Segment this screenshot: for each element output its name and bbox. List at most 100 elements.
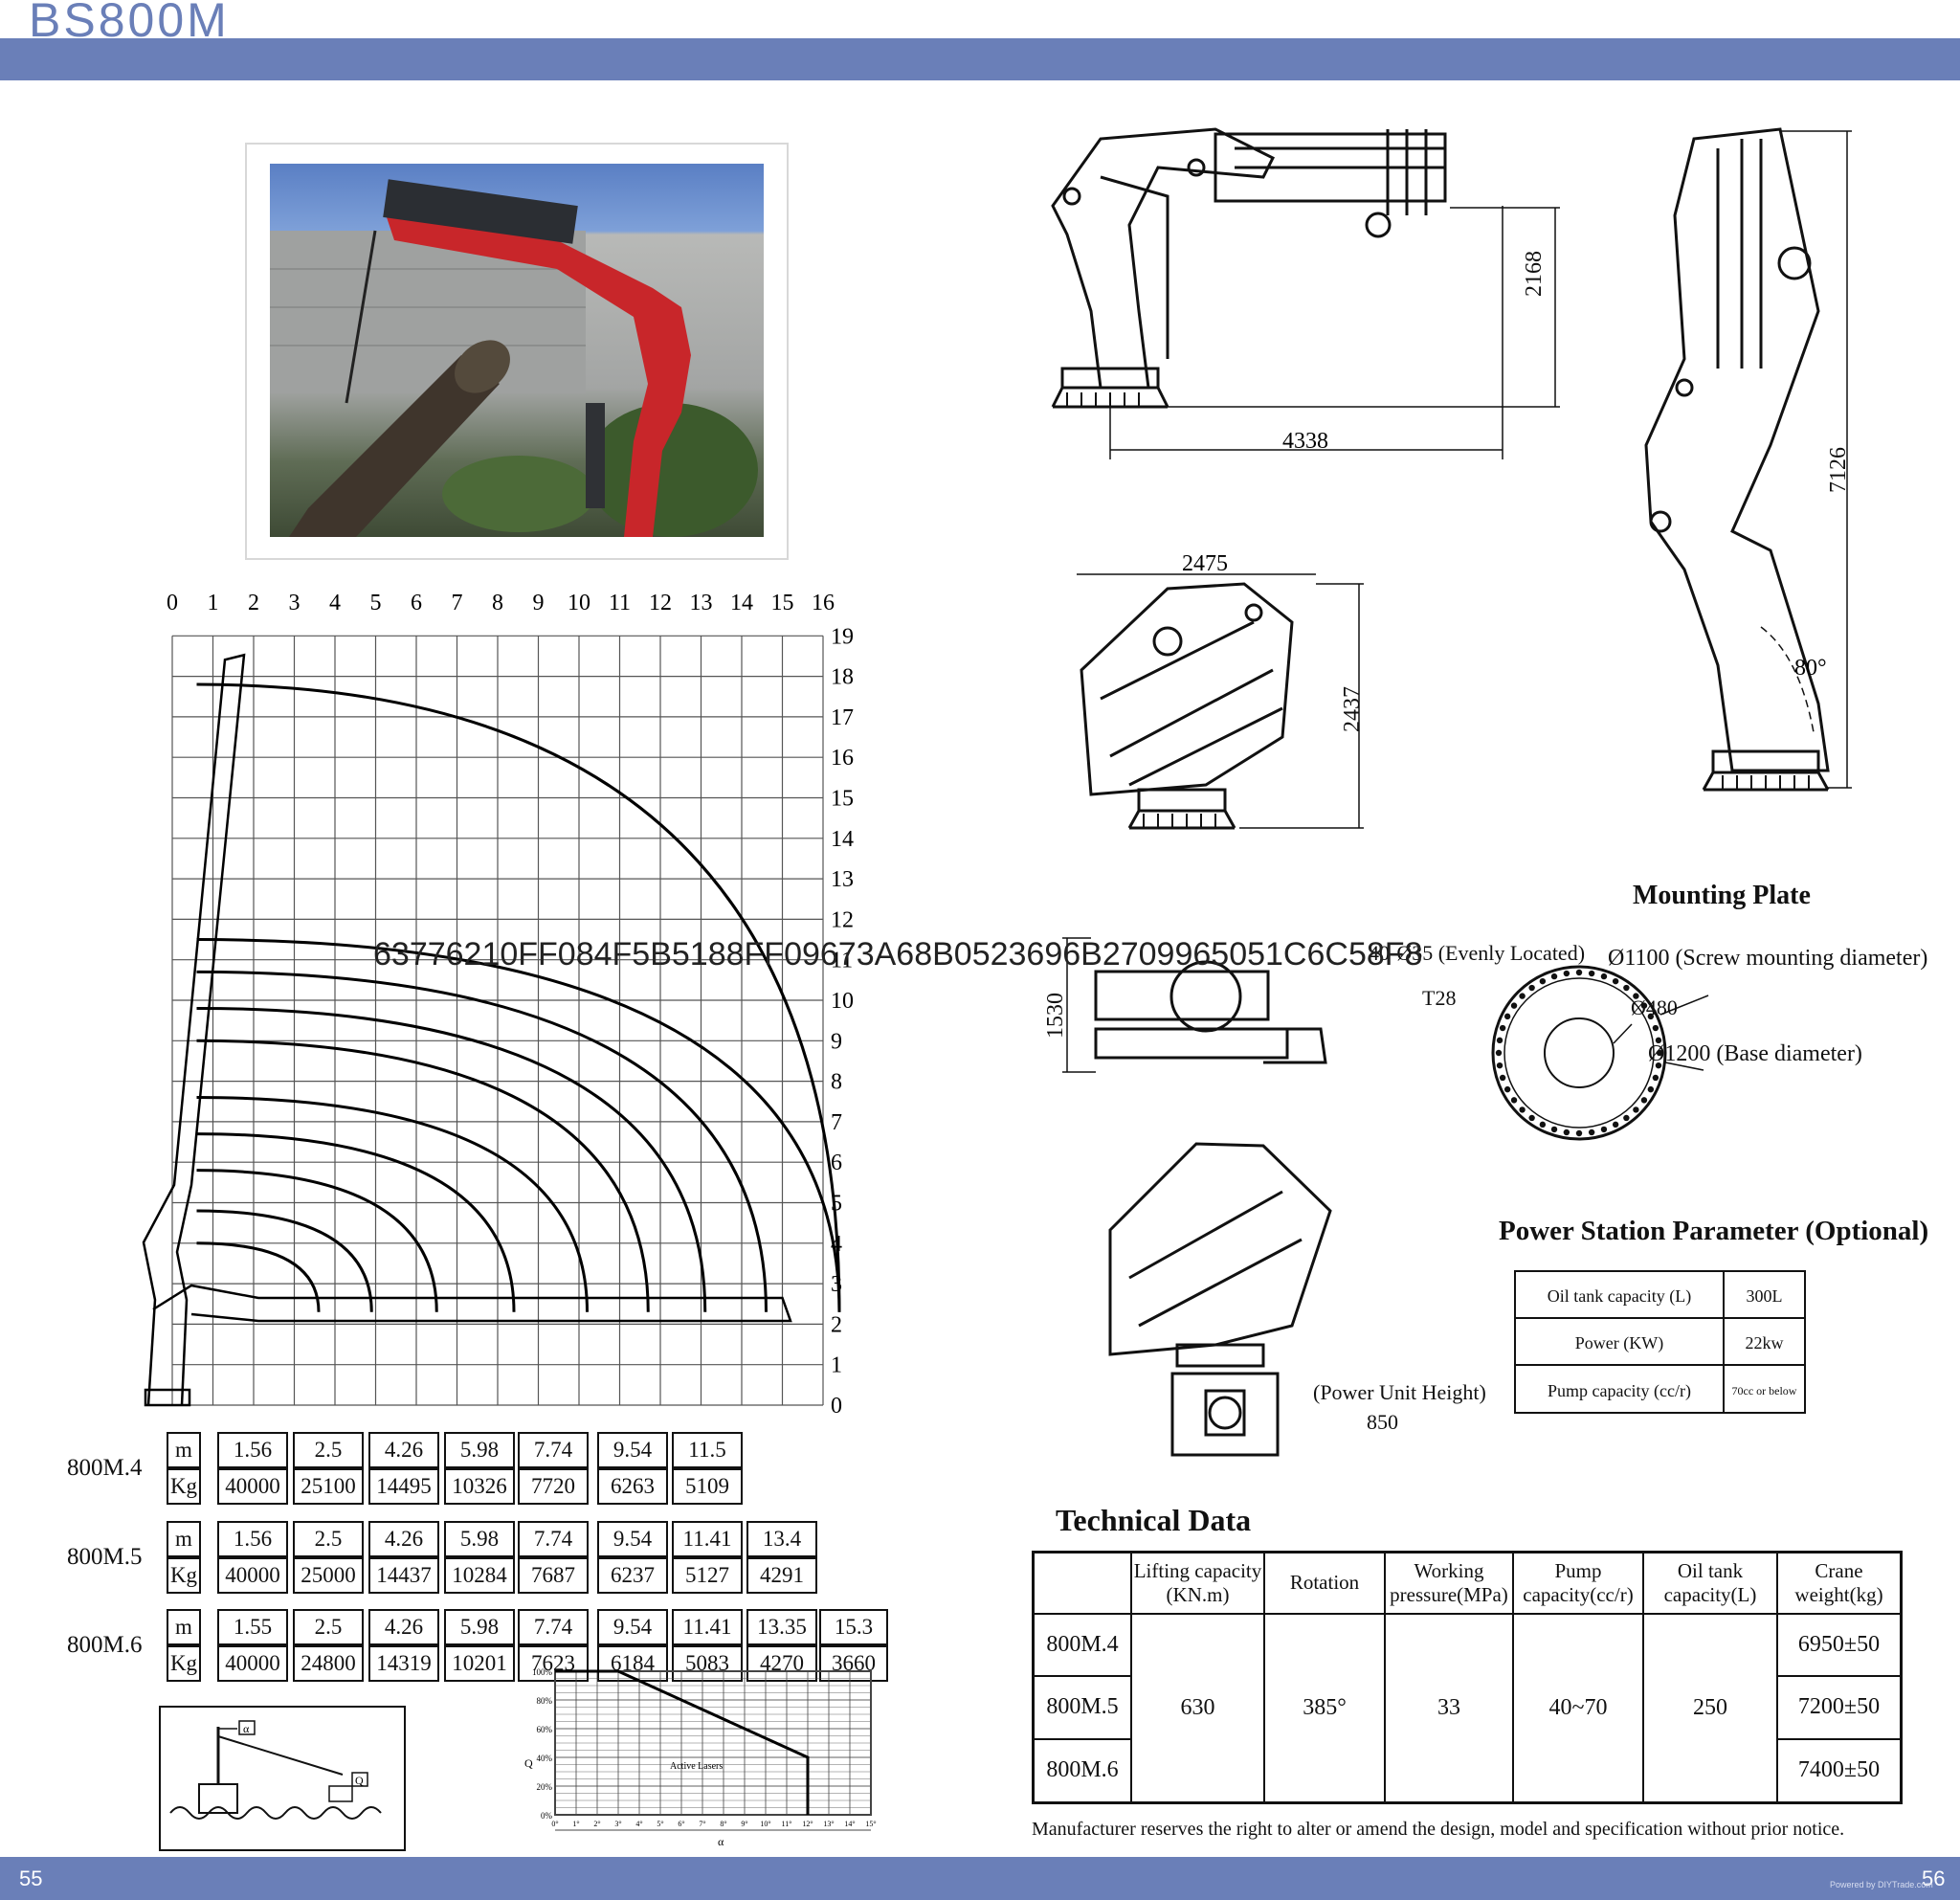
load-table-unit: m: [167, 1521, 201, 1557]
bolt-hole: [1563, 1129, 1570, 1136]
derating-y-tick: 60%: [537, 1725, 553, 1734]
derating-y-tick: 40%: [537, 1754, 553, 1763]
load-table-radius: 7.74: [518, 1609, 589, 1645]
tech-model-5: 800M.5: [1032, 1675, 1132, 1740]
bolt-hole: [1575, 969, 1583, 976]
load-table-radius: 11.5: [672, 1432, 743, 1468]
load-arc: [196, 1132, 516, 1312]
load-table-radius: 11.41: [672, 1521, 743, 1557]
bolt-hole: [1539, 977, 1547, 985]
bolt-hole: [1600, 972, 1608, 980]
derating-x-tick: 12°: [802, 1820, 813, 1828]
derating-x-tick: 10°: [760, 1820, 770, 1828]
load-arc: [196, 1096, 589, 1312]
load-table-unit: m: [167, 1432, 201, 1468]
right-tick-label: 5: [831, 1192, 842, 1217]
bolt-hole: [1655, 1037, 1662, 1044]
load-table-capacity: 10201: [444, 1645, 515, 1682]
tech-lifting: 630: [1130, 1612, 1265, 1804]
right-tick-label: 4: [831, 1232, 842, 1257]
bolt-hole: [1539, 1121, 1547, 1129]
tech-model-4: 800M.4: [1032, 1612, 1132, 1678]
right-tick-label: 9: [831, 1029, 842, 1054]
top-tick-label: 15: [771, 591, 794, 615]
derating-x-tick: 1°: [572, 1820, 579, 1828]
bolt-hole: [1503, 1085, 1511, 1093]
load-table-capacity: 4291: [746, 1557, 817, 1594]
crane-photo-frame: [245, 143, 789, 560]
mounting-screw-dia-label: Ø1100 (Screw mounting diameter): [1608, 946, 1928, 971]
load-table-capacity: 5109: [672, 1468, 743, 1505]
drawing-vertical-view: 80°: [1644, 127, 1852, 792]
technical-data-table: Lifting capacity (KN.m) Rotation Working…: [1032, 1551, 1903, 1804]
bolt-hole: [1588, 1129, 1595, 1136]
bolt-hole: [1656, 1049, 1663, 1057]
load-table-capacity: 14495: [368, 1468, 439, 1505]
load-table-capacity: 6263: [597, 1468, 668, 1505]
load-table-capacity: 10326: [444, 1468, 515, 1505]
load-table-radius: 4.26: [368, 1609, 439, 1645]
bolt-hole: [1652, 1074, 1659, 1082]
power-unit-height-label: (Power Unit Height): [1313, 1380, 1486, 1404]
bolt-hole: [1647, 1085, 1655, 1093]
derating-x-tick: 15°: [865, 1820, 876, 1828]
dim-2475: 2475: [1182, 551, 1228, 576]
derating-x-tick: 3°: [614, 1820, 621, 1828]
dim-850: 850: [1367, 1410, 1398, 1434]
load-table-radius: 2.5: [293, 1432, 364, 1468]
top-tick-label: 14: [730, 591, 753, 615]
right-tick-label: 10: [831, 989, 854, 1014]
bolt-hole: [1575, 1129, 1583, 1137]
top-tick-label: 6: [411, 591, 422, 615]
right-tick-label: 0: [831, 1394, 842, 1419]
right-tick-label: 1: [831, 1353, 842, 1378]
load-table-radius: 5.98: [444, 1609, 515, 1645]
top-tick-label: 13: [690, 591, 713, 615]
load-table-radius: 7.74: [518, 1432, 589, 1468]
load-arc: [196, 1169, 438, 1312]
tech-weight-6: 7400±50: [1776, 1737, 1903, 1804]
derating-y-label: Q: [524, 1756, 533, 1770]
right-tick-label: 7: [831, 1110, 842, 1135]
crane-base: [144, 1388, 191, 1407]
load-table-unit: Kg: [167, 1645, 201, 1682]
right-tick-label: 2: [831, 1312, 842, 1337]
load-table-radius: 9.54: [597, 1609, 668, 1645]
power-station-title: Power Station Parameter (Optional): [1499, 1216, 1929, 1246]
drawing-power-unit: [1108, 1142, 1332, 1457]
bolt-hole: [1563, 970, 1570, 977]
mounting-plate-title: Mounting Plate: [1633, 881, 1811, 910]
load-table-capacity: 6237: [597, 1557, 668, 1594]
top-tick-label: 3: [289, 591, 301, 615]
bolt-hole: [1519, 993, 1526, 999]
bolt-hole: [1588, 970, 1595, 977]
load-table-radius: 13.35: [746, 1609, 817, 1645]
top-tick-label: 16: [812, 591, 835, 615]
load-arc: [196, 1241, 321, 1312]
load-table-radius: 1.56: [217, 1521, 288, 1557]
right-tick-label: 3: [831, 1272, 842, 1297]
crane-vertical-boom: [142, 653, 246, 1406]
bolt-hole: [1550, 972, 1558, 980]
right-tick-label: 17: [831, 705, 854, 730]
right-tick-label: 18: [831, 665, 854, 690]
bolt-hole: [1528, 984, 1535, 992]
derating-x-tick: 6°: [678, 1820, 684, 1828]
load-table-capacity: 40000: [217, 1557, 288, 1594]
load-table-capacity: 40000: [217, 1645, 288, 1682]
bolt-hole: [1652, 1024, 1659, 1032]
load-arc: [196, 938, 841, 1312]
right-tick-label: 12: [831, 907, 854, 932]
mounting-base-dia-label: Ø1200 (Base diameter): [1648, 1041, 1862, 1066]
top-tick-label: 12: [649, 591, 672, 615]
derating-x-tick: 13°: [823, 1820, 834, 1828]
derating-y-tick: 20%: [537, 1782, 553, 1792]
top-tick-label: 0: [167, 591, 178, 615]
right-tick-label: 6: [831, 1151, 842, 1175]
dim-2168: 2168: [1522, 251, 1547, 297]
bolt-hole: [1612, 977, 1619, 985]
load-table-radius: 2.5: [293, 1521, 364, 1557]
top-tick-label: 9: [533, 591, 545, 615]
dim-1530: 1530: [1043, 993, 1068, 1039]
bolt-hole: [1499, 1024, 1506, 1032]
